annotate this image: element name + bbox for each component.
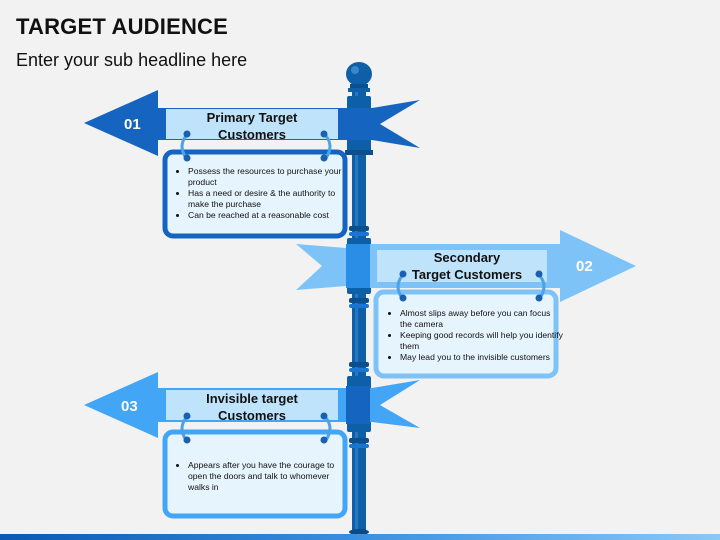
sign-invisible-label-box xyxy=(166,390,338,420)
list-item: Keeping good records will help you ident… xyxy=(400,330,564,352)
footer-accent-bar xyxy=(0,534,720,540)
sign-secondary xyxy=(296,230,636,379)
sign-secondary-panel xyxy=(373,289,559,379)
list-item: Possess the resources to purchase your p… xyxy=(188,166,352,188)
sign-secondary-title-line2: Target Customers xyxy=(411,267,523,282)
list-item: Has a need or desire & the authority to … xyxy=(188,188,352,210)
sign-primary-panel xyxy=(162,149,348,239)
sign-invisible-number: 03 xyxy=(121,398,138,415)
list-item: May lead you to the invisible customers xyxy=(400,352,564,363)
list-item: Appears after you have the courage to op… xyxy=(188,460,352,493)
sign-invisible-title-line1: Invisible target xyxy=(206,391,298,406)
page-title: TARGET AUDIENCE xyxy=(16,14,228,39)
sign-primary-label-box xyxy=(166,109,338,139)
post-finial xyxy=(346,62,372,86)
sign-invisible-title-line2: Customers xyxy=(218,408,286,423)
sign-primary-bullets: Possess the resources to purchase your p… xyxy=(176,166,352,221)
sign-primary-title-line1: Primary Target xyxy=(206,110,298,125)
sign-secondary-bullets: Almost slips away before you can focus t… xyxy=(388,308,564,363)
sign-invisible-title: Invisible target Customers xyxy=(166,390,338,424)
sign-invisible xyxy=(84,372,420,519)
sign-primary xyxy=(84,90,420,239)
sign-secondary-title: Secondary Target Customers xyxy=(377,249,557,283)
sign-primary-number: 01 xyxy=(124,116,141,133)
page-subtitle: Enter your sub headline here xyxy=(16,50,248,70)
list-item: Can be reached at a reasonable cost xyxy=(188,210,352,221)
list-item: Almost slips away before you can focus t… xyxy=(400,308,564,330)
sign-primary-title: Primary Target Customers xyxy=(166,109,338,143)
sign-primary-title-line2: Customers xyxy=(218,127,286,142)
sign-invisible-bullets: Appears after you have the courage to op… xyxy=(176,460,352,493)
sign-invisible-panel xyxy=(162,429,348,519)
sign-secondary-number: 02 xyxy=(576,258,593,275)
ring-holes xyxy=(183,130,543,444)
sign-secondary-title-line1: Secondary xyxy=(433,250,501,265)
sign-secondary-label-box xyxy=(377,250,547,282)
